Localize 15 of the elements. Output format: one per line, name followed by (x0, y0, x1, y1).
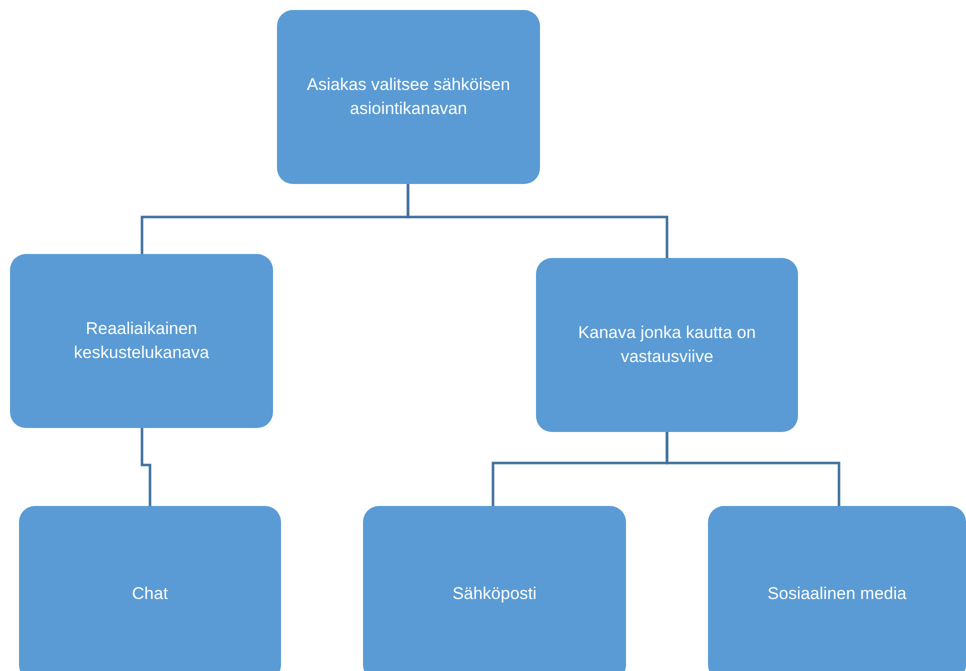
box-label: Kanava jonka kautta on vastausviive (577, 322, 757, 368)
box-label: Asiakas valitsee sähköisen asiointikanavan (306, 74, 512, 120)
process-box (363, 506, 626, 671)
box-label: Sosiaalinen media (768, 582, 906, 605)
box-label: Sähköposti (452, 582, 537, 605)
process-box (536, 258, 798, 432)
connector-line (406, 184, 668, 258)
box-label: Reaaliaikainen keskustelukanava (72, 318, 210, 364)
connector-line (140, 428, 152, 506)
box-label: Chat (132, 582, 168, 605)
process-box (277, 10, 540, 184)
process-box (708, 506, 966, 671)
connector-line (666, 432, 840, 506)
process-box (10, 254, 273, 428)
process-box (19, 506, 281, 671)
